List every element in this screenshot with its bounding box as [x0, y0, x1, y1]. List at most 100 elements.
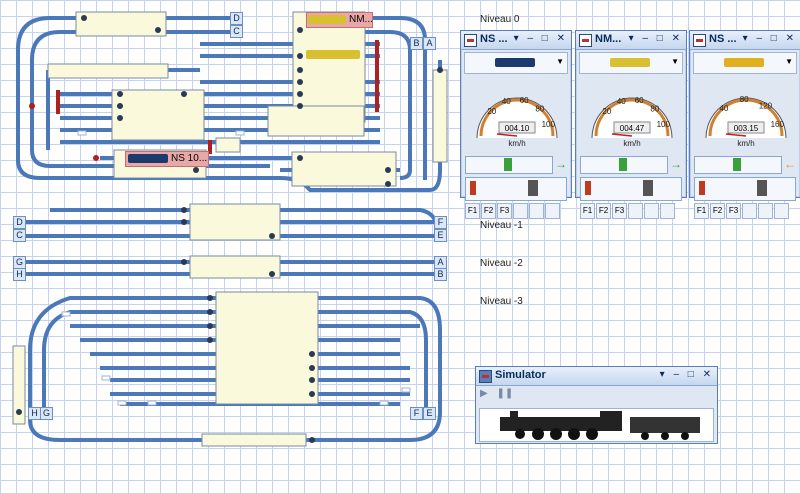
simulator-toolbar: ▶ ❚❚: [480, 388, 540, 404]
steam-locomotive-icon: [500, 411, 700, 440]
throttle-titlebar[interactable]: NS ... ▾ – □ ✕: [690, 31, 800, 50]
gauge-tick-label: 80: [740, 95, 749, 104]
throttle-titlebar[interactable]: NS ... ▾ – □ ✕: [461, 31, 571, 50]
app-icon: [579, 34, 592, 47]
track-letter: B: [434, 268, 447, 281]
turnouts: [61, 130, 411, 406]
throttle-title: NS ...: [480, 33, 508, 45]
function-button-empty[interactable]: [774, 203, 789, 219]
function-button[interactable]: F3: [612, 203, 627, 219]
play-icon[interactable]: ▶: [480, 388, 488, 399]
simulator-window: Simulator ▾ – □ ✕ ▶ ❚❚: [475, 366, 718, 444]
gauge-tick-label: 60: [520, 96, 529, 105]
speed-unit: km/h: [737, 139, 754, 148]
function-button[interactable]: F1: [465, 203, 480, 219]
level-label: Niveau 0: [480, 14, 520, 25]
direction-arrow-icon[interactable]: ←: [784, 157, 796, 171]
block-train-nm[interactable]: NM...: [306, 12, 373, 28]
loco-select[interactable]: ▼: [579, 52, 683, 74]
level-label: Niveau -1: [480, 220, 523, 231]
function-button-empty[interactable]: [545, 203, 560, 219]
signal-icon: [643, 180, 653, 196]
loco-icon: [128, 154, 168, 163]
function-button[interactable]: F2: [710, 203, 725, 219]
steam-locomotive-image: [479, 408, 714, 442]
gauge-tick-label: 100: [657, 120, 671, 129]
speed-unit: km/h: [508, 139, 525, 148]
window-controls[interactable]: ▾ – □ ✕: [513, 33, 568, 44]
direction-arrow-icon[interactable]: →: [670, 157, 682, 171]
function-button[interactable]: F1: [694, 203, 709, 219]
window-controls[interactable]: ▾ – □ ✕: [742, 33, 797, 44]
pause-icon[interactable]: ❚❚: [496, 388, 514, 399]
app-icon: [479, 370, 492, 383]
slider-thumb[interactable]: [733, 158, 741, 171]
function-button-empty[interactable]: [529, 203, 544, 219]
track-letter: B: [410, 37, 423, 50]
block-train-label: NS 10...: [171, 153, 208, 164]
throttle-title: NS ...: [709, 33, 737, 45]
speed-readout: 003.15: [734, 124, 759, 133]
brake-thumb[interactable]: [470, 181, 476, 195]
loco-icon: [495, 58, 535, 67]
level-label: Niveau -3: [480, 296, 523, 307]
loco-icon: [308, 15, 346, 24]
gauge-tick-label: 160: [771, 120, 785, 129]
track-letter: F: [410, 407, 423, 420]
track-letter: C: [230, 25, 243, 38]
speed-slider[interactable]: [694, 156, 782, 174]
throttle-titlebar[interactable]: NM...▾ – □ ✕: [576, 31, 686, 50]
track-letter: E: [423, 407, 436, 420]
window-controls[interactable]: ▾ – □ ✕: [628, 33, 683, 44]
gauge-tick-label: 80: [535, 105, 544, 114]
function-button-empty[interactable]: [758, 203, 773, 219]
function-button-empty[interactable]: [513, 203, 528, 219]
chevron-down-icon: ▼: [671, 57, 679, 66]
loco-select[interactable]: ▼: [693, 52, 797, 74]
brake-thumb[interactable]: [699, 181, 705, 195]
speed-readout: 004.47: [620, 124, 645, 133]
function-button-empty[interactable]: [628, 203, 643, 219]
function-button-empty[interactable]: [742, 203, 757, 219]
track-letter: A: [423, 37, 436, 50]
function-button[interactable]: F3: [726, 203, 741, 219]
function-button[interactable]: F2: [596, 203, 611, 219]
function-button[interactable]: F3: [497, 203, 512, 219]
track-letter: D: [13, 216, 26, 229]
slider-thumb[interactable]: [504, 158, 512, 171]
gauge-tick-label: 120: [759, 102, 773, 111]
track-letter: G: [40, 407, 53, 420]
track-letter: G: [13, 256, 26, 269]
loco-icon: [724, 58, 764, 67]
chevron-down-icon: ▼: [556, 57, 564, 66]
brake-slider[interactable]: [465, 177, 567, 201]
direction-arrow-icon[interactable]: →: [555, 157, 567, 171]
simulator-title: Simulator: [495, 369, 546, 381]
slider-thumb[interactable]: [619, 158, 627, 171]
function-button[interactable]: F2: [481, 203, 496, 219]
brake-thumb[interactable]: [585, 181, 591, 195]
chevron-down-icon: ▼: [785, 57, 793, 66]
window-controls[interactable]: ▾ – □ ✕: [659, 369, 714, 380]
block-train-ns[interactable]: NS 10...: [125, 151, 209, 167]
block-signals: [16, 15, 443, 443]
speed-readout: 004.10: [505, 124, 530, 133]
function-button-empty[interactable]: [644, 203, 659, 219]
brake-slider[interactable]: [694, 177, 796, 201]
simulator-titlebar[interactable]: Simulator ▾ – □ ✕: [476, 367, 717, 386]
speed-slider[interactable]: [580, 156, 668, 174]
speed-slider[interactable]: [465, 156, 553, 174]
loco-select[interactable]: ▼: [464, 52, 568, 74]
function-button[interactable]: F1: [580, 203, 595, 219]
brake-slider[interactable]: [580, 177, 682, 201]
gauge-tick-label: 40: [502, 97, 511, 106]
gauge-tick-label: 20: [487, 107, 496, 116]
function-button-empty[interactable]: [660, 203, 675, 219]
signal-icon: [528, 180, 538, 196]
